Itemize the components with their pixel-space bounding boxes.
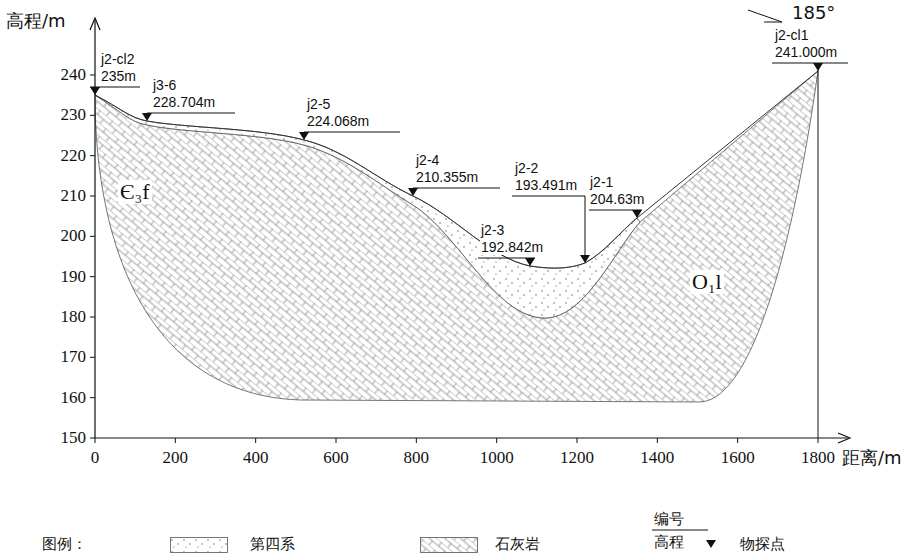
quaternary-layer [95,95,640,318]
tick-label: 1200 [560,448,594,468]
tick-label: 400 [243,448,269,468]
point-id: j3-6 [152,77,177,93]
bearing-label: 185° [792,2,835,23]
tick-mark [90,75,95,76]
tick-label: 230 [61,105,87,125]
tick-mark [416,438,417,443]
legend-swatch [420,537,478,553]
legend-symbol-label: 编号 [654,510,684,528]
elevation-label: 192.842m [480,239,544,255]
tick-label: 200 [61,226,87,246]
tick-label: 220 [61,146,87,166]
tick-mark [90,196,95,197]
tick-mark [737,438,738,443]
tick-mark [175,438,176,443]
legend-title: 图例： [42,535,87,553]
tick-label: 1800 [801,448,835,468]
legend-label: 石灰岩 [495,535,540,553]
legend-label: 物探点 [740,535,785,553]
ground-surface [95,71,818,268]
axis-title: 高程/m [6,10,66,31]
tick-mark [577,438,578,443]
limestone-body [95,71,818,402]
point-id: j2-1 [589,174,614,190]
point-id: j2-5 [306,96,331,112]
tick-label: 200 [163,448,189,468]
elevation-label: 210.355m [415,169,479,185]
tick-mark [336,438,337,443]
elevation-label: 224.068m [306,113,370,129]
tick-mark [255,438,256,443]
leader-lines [90,63,848,530]
tick-mark [90,317,95,318]
point-id: j2-cl2 [100,51,135,67]
tick-label: 240 [61,65,87,85]
tick-mark [90,276,95,277]
tick-mark [95,438,96,443]
tick-label: 1600 [721,448,755,468]
point-id: j2-3 [480,222,505,238]
tick-label: 180 [61,307,87,327]
survey-point-marker [90,63,823,548]
elevation-label: 204.63m [589,191,645,207]
direction-symbol [748,10,782,22]
elevation-label: 228.704m [152,94,216,110]
tick-mark [90,115,95,116]
tick-mark [90,397,95,398]
tick-label: 1000 [480,448,514,468]
tick-mark [657,438,658,443]
tick-label: 160 [61,388,87,408]
tick-label: 150 [61,428,87,448]
axes [90,18,850,443]
tick-mark [90,236,95,237]
tick-label: 800 [404,448,430,468]
tick-label: 190 [61,267,87,287]
formation-label: O₁l [690,270,724,294]
tick-label: 0 [91,448,100,468]
tick-label: 170 [61,347,87,367]
legend-swatch [170,537,228,553]
point-id: j2-4 [415,152,440,168]
legend-symbol-label: 高程 [654,533,684,551]
tick-mark [90,357,95,358]
tick-mark [90,438,95,439]
point-id: j2-2 [514,160,539,176]
tick-mark [90,155,95,156]
elevation-label: 235m [100,68,137,84]
tick-label: 210 [61,186,87,206]
axis-title: 距离/m [842,447,902,468]
tick-label: 1400 [640,448,674,468]
legend-label: 第四系 [250,535,295,553]
tick-mark [496,438,497,443]
axis-ticks [90,75,818,443]
elevation-label: 193.491m [514,177,578,193]
tick-mark [818,438,819,443]
quaternary-layer [95,95,640,318]
elevation-label: 241.000m [774,44,838,60]
tick-label: 600 [323,448,349,468]
point-id: j2-cl1 [774,27,809,43]
formation-label: Є₃f [118,180,152,204]
